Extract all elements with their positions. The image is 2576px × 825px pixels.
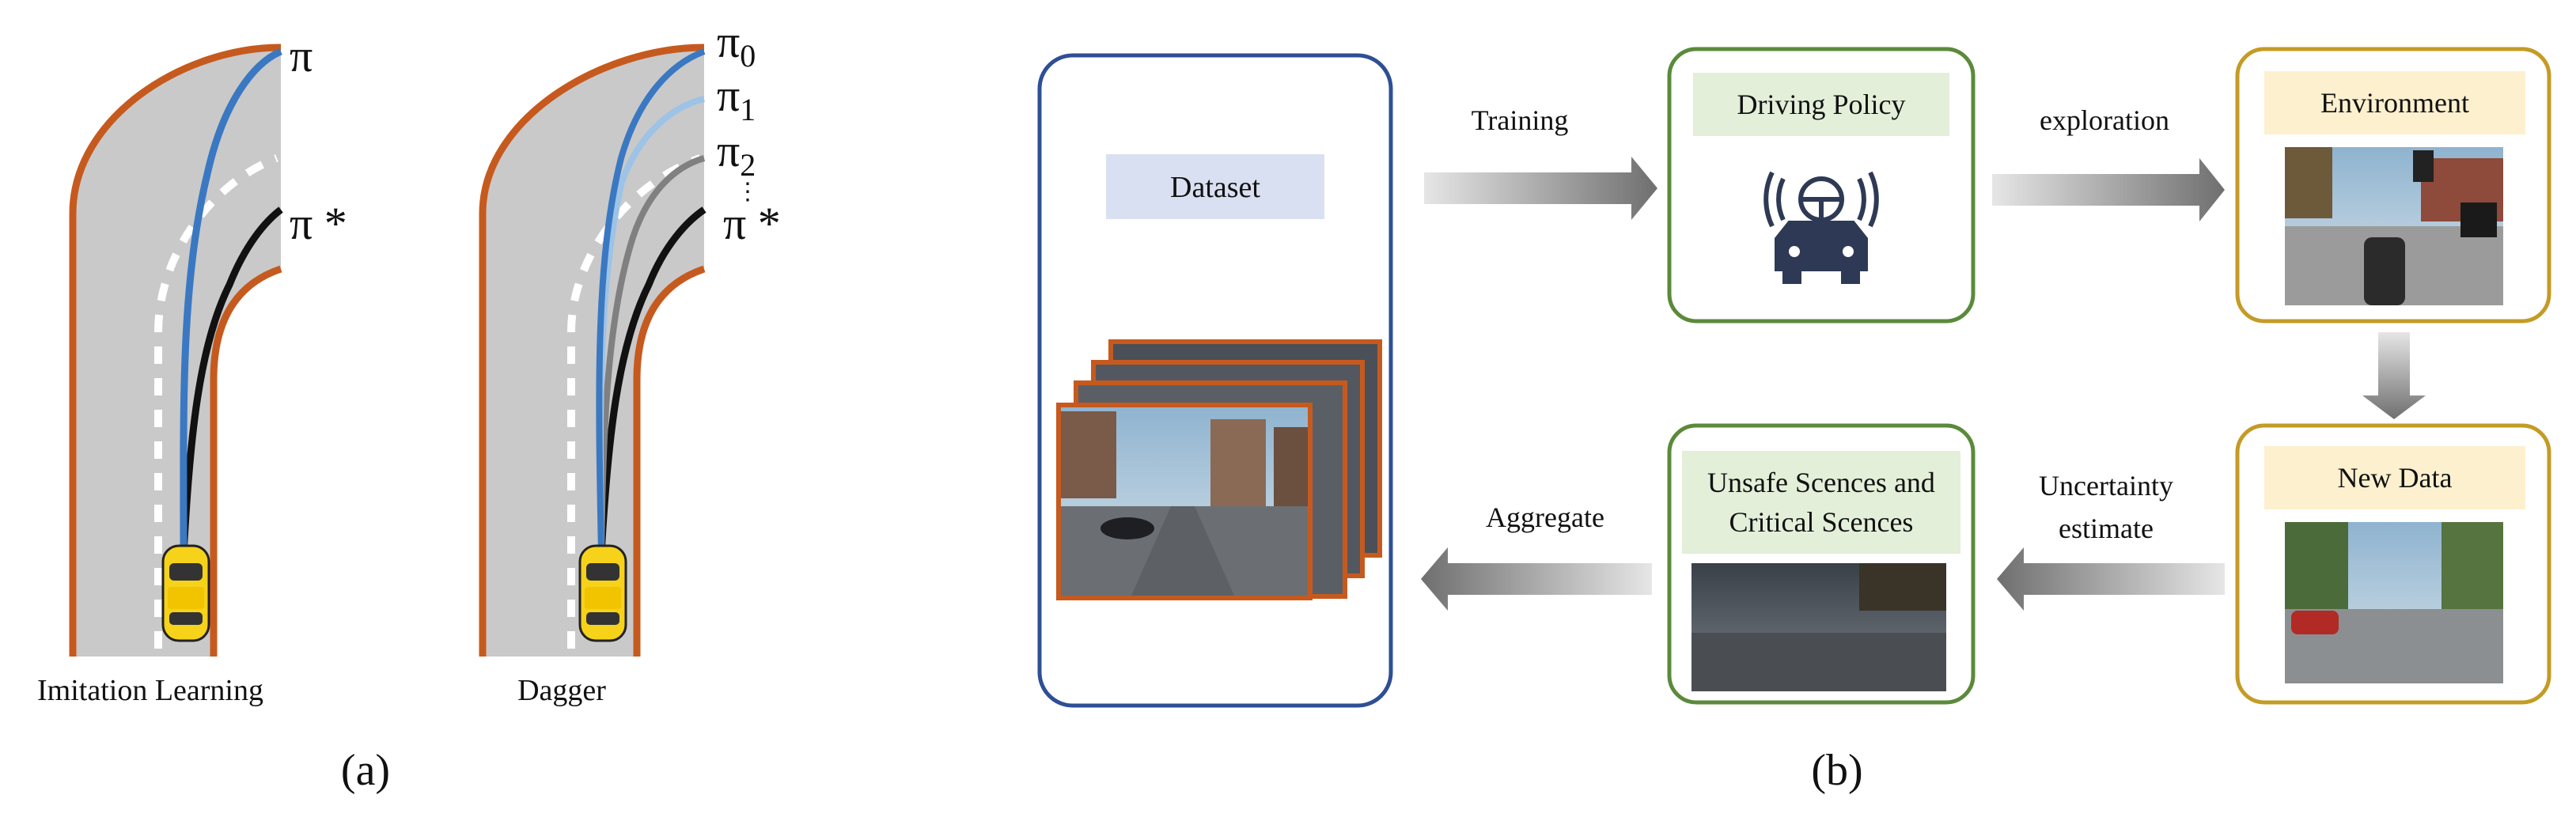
environment-box: Environment xyxy=(2235,47,2551,324)
unsafe-label-bg xyxy=(1682,451,1960,554)
road-edge-outer xyxy=(479,44,705,657)
arrow-training: Training xyxy=(1424,104,1657,220)
trajectory-pi0 xyxy=(596,48,706,554)
trajectory-pi-star xyxy=(180,206,283,554)
road-dagger: π0 π1 π2 ⋮ π * Dagger xyxy=(479,16,781,707)
caption-dagger: Dagger xyxy=(517,674,606,707)
road-edge-outer xyxy=(69,44,282,657)
panel-a-label: (a) xyxy=(341,746,390,795)
unsafe-scenes-box: Unsafe Scences and Critical Scences xyxy=(1667,423,1976,705)
uncertainty-label-line2: estimate xyxy=(2059,513,2154,544)
new-data-screenshot xyxy=(2285,522,2503,683)
trajectory-pi-star xyxy=(597,206,707,554)
new-data-title: New Data xyxy=(2338,462,2453,494)
environment-title: Environment xyxy=(2320,87,2469,119)
dataset-frame-front xyxy=(1056,403,1313,600)
exploration-label: exploration xyxy=(2040,104,2169,136)
dataset-title: Dataset xyxy=(1170,171,1260,204)
pi-label: π xyxy=(290,30,313,81)
pi0-label: π0 xyxy=(717,16,756,74)
training-label: Training xyxy=(1472,104,1569,136)
road-edge-inner xyxy=(633,265,706,657)
road-edge-inner xyxy=(210,265,282,657)
unsafe-title-line2: Critical Scences xyxy=(1729,506,1914,538)
dataset-box: Dataset xyxy=(1037,53,1393,708)
dots-label: ⋮ xyxy=(736,179,760,205)
driving-policy-box: Driving Policy xyxy=(1667,47,1976,324)
pi-star-label: π * xyxy=(723,198,781,249)
driving-policy-label-bg xyxy=(1693,73,1949,136)
pi2-label: π2 xyxy=(717,125,756,183)
arrow-down xyxy=(2362,332,2426,419)
trajectory-pi xyxy=(180,47,282,554)
caption-imitation-learning: Imitation Learning xyxy=(37,674,263,707)
dataset-label-bg xyxy=(1106,154,1324,219)
environment-screenshot xyxy=(2285,147,2503,305)
aggregate-label: Aggregate xyxy=(1486,501,1604,533)
lane-divider xyxy=(154,154,278,649)
road-surface xyxy=(73,47,281,657)
car-icon xyxy=(161,544,210,642)
car-icon xyxy=(578,544,627,642)
pi1-label: π1 xyxy=(717,70,756,127)
uncertainty-label-line1: Uncertainty xyxy=(2039,470,2173,501)
unsafe-title-line1: Unsafe Scences and xyxy=(1707,467,1935,498)
dataset-image-stack xyxy=(1056,339,1382,600)
driving-policy-title: Driving Policy xyxy=(1737,89,1906,120)
panel-a: π π * Imitation Learning π0 π1 π2 ⋮ xyxy=(37,16,781,795)
environment-label-bg xyxy=(2264,71,2525,134)
arrow-exploration: exploration xyxy=(1992,104,2225,221)
arrow-aggregate: Aggregate xyxy=(1421,501,1652,611)
road-imitation-learning: π π * Imitation Learning xyxy=(37,30,347,707)
panel-b: Dataset Training xyxy=(1037,47,2551,795)
unsafe-screenshot xyxy=(1691,563,1946,691)
arrow-uncertainty: Uncertainty estimate xyxy=(1997,470,2225,611)
new-data-box: New Data xyxy=(2235,423,2551,705)
autonomous-car-icon xyxy=(1763,171,1879,284)
panel-b-label: (b) xyxy=(1811,746,1862,795)
new-data-label-bg xyxy=(2264,446,2525,509)
pi-star-label: π * xyxy=(290,198,347,249)
